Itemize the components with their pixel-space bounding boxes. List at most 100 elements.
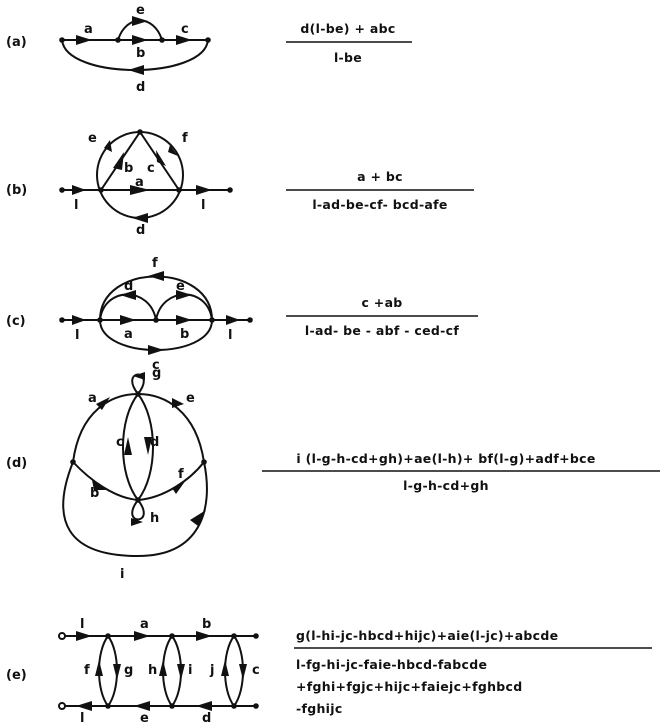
denominator-line: -fghijc [296,701,343,716]
arrow-l [196,185,212,195]
edge-label: a [124,327,133,342]
numerator-line: g(l-hi-jc-hbcd+hijc)+aie(l-jc)+abcde [296,628,558,643]
arrow-l [226,315,240,325]
edge-d [61,39,209,71]
panel-c-tag: (c) [6,314,26,329]
arrow-l [76,701,92,711]
panel-c: (c) f d e l a [6,256,478,373]
denominator-line: l-ad- be - abf - ced-cf [305,323,459,338]
edge-h [131,499,145,521]
edge-label: e [88,131,97,146]
edge-label: i [188,663,192,678]
panel-d: (d) g a e c [6,366,660,582]
edge-label: b [202,617,211,632]
edge-label: a [84,22,93,37]
arrow-c [148,345,164,355]
edge-label: h [148,663,157,678]
panel-d-formula: i (l-g-h-cd+gh)+ae(l-h)+ bf(l-g)+adf+bce… [262,451,660,493]
edge-label: d [124,279,133,294]
edge-label: b [180,327,189,342]
edge-label: h [150,511,159,526]
edge-label: g [152,366,161,381]
panel-e-tag: (e) [6,668,27,683]
panel-a: (a) a e b c d d(l-be) + abc l-be [6,3,412,95]
edge-label: b [124,161,133,176]
edge-label: c [147,161,155,176]
edge-label: c [252,663,260,678]
numerator-line: i (l-g-h-cd+gh)+ae(l-h)+ bf(l-g)+adf+bce [296,451,595,466]
arrow-l [72,185,86,195]
node [231,703,237,709]
edge-label: a [140,617,149,632]
edge-label: f [182,131,188,146]
edge-label: e [136,3,145,18]
panel-b-tag: (b) [6,183,27,198]
edge-a [72,393,139,463]
node [201,459,207,465]
arrow-d [128,65,144,75]
node [135,391,141,397]
node [231,633,237,639]
edge-label: e [186,391,195,406]
arrow-i [190,510,206,526]
edge-label: f [84,663,90,678]
panel-b: (b) e f b c a l l [6,129,474,238]
edge-label: a [135,175,144,190]
edge-d [99,293,157,321]
denominator-line: +fghi+fgjc+hijc+faiejc+fghbcd [296,679,523,694]
node [169,703,175,709]
edge-b [72,461,139,501]
numerator-line: a + bc [357,169,403,184]
edge-label: e [140,711,149,724]
panel-d-graph: g a e c d b f h i [62,366,208,582]
edge-label: c [181,22,189,37]
node [209,317,215,323]
panel-e: (e) [6,617,652,724]
arrow-c [239,664,247,680]
numerator-line: c +ab [361,295,402,310]
node [59,187,65,193]
arrow-e [176,290,192,300]
edge-label: e [176,279,185,294]
node [159,37,165,43]
panel-b-formula: a + bc l-ad-be-cf- bcd-afe [286,169,474,212]
edge-label: a [88,391,97,406]
arrow-d [120,290,136,300]
node [115,37,121,43]
arrow-l [72,315,86,325]
node [97,317,103,323]
edge-label: l [80,617,84,632]
node [169,633,175,639]
edge-label: l [75,328,79,343]
arrow-c [176,35,192,45]
node [137,129,143,135]
denominator-line: l-fg-hi-jc-faie-hbcd-fabcde [296,657,487,672]
node [59,317,65,323]
edge-label: l [228,328,232,343]
edge-label: d [150,435,159,450]
arrow-a [134,631,150,641]
arrow-e [104,140,112,152]
edge-label: f [178,467,184,482]
arrow-l [76,631,92,641]
node [253,703,259,709]
panel-a-formula: d(l-be) + abc l-be [286,21,412,65]
arrow-e [134,701,150,711]
edge-label: c [116,435,124,450]
arrow-d [132,213,148,223]
edge-label: i [120,567,124,582]
arrow-a [120,315,136,325]
edge-label: j [209,663,214,678]
edge-f [99,275,213,321]
arrow-b [196,631,212,641]
arrow-i [177,664,185,680]
arrow-b [132,35,148,45]
edge-label: g [124,663,133,678]
denominator-line: l-ad-be-cf- bcd-afe [312,197,447,212]
edge-label: l [74,198,78,213]
edge-label: l [201,198,205,213]
node [59,37,65,43]
node [58,632,66,640]
panel-e-graph: l a b f g h i j c l e d [58,617,260,724]
panel-d-tag: (d) [6,456,27,471]
